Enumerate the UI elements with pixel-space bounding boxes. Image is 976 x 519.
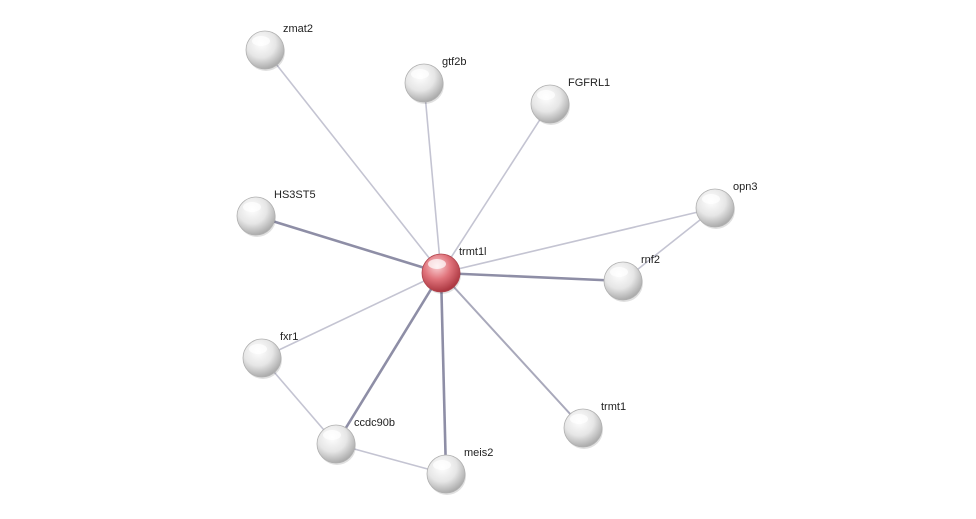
node-gtf2b[interactable]: gtf2b xyxy=(404,56,466,104)
node-highlight xyxy=(411,69,429,79)
node-label-fxr1: fxr1 xyxy=(280,331,298,343)
node-fxr1[interactable]: fxr1 xyxy=(242,331,298,379)
node-meis2[interactable]: meis2 xyxy=(426,447,493,495)
node-HS3ST5[interactable]: HS3ST5 xyxy=(236,189,316,237)
node-highlight xyxy=(537,90,555,100)
edge-trmt1l-trmt1[interactable] xyxy=(440,272,584,429)
node-highlight xyxy=(249,344,267,354)
node-ccdc90b[interactable]: ccdc90b xyxy=(316,417,395,465)
node-highlight xyxy=(428,259,446,269)
node-label-meis2: meis2 xyxy=(464,447,493,459)
node-label-zmat2: zmat2 xyxy=(283,23,313,35)
node-label-gtf2b: gtf2b xyxy=(442,56,466,68)
edge-trmt1l-fxr1[interactable] xyxy=(261,272,442,359)
node-label-HS3ST5: HS3ST5 xyxy=(274,189,316,201)
node-opn3[interactable]: opn3 xyxy=(695,181,757,229)
edge-trmt1l-gtf2b[interactable] xyxy=(423,82,442,274)
node-label-opn3: opn3 xyxy=(733,181,757,193)
node-highlight xyxy=(323,430,341,440)
edge-trmt1l-FGFRL1[interactable] xyxy=(440,103,551,274)
edge-trmt1l-HS3ST5[interactable] xyxy=(255,214,442,275)
node-highlight xyxy=(243,202,261,212)
edge-trmt1l-rnf2[interactable] xyxy=(440,271,624,283)
node-highlight xyxy=(252,36,270,46)
edge-opn3-rnf2[interactable] xyxy=(622,207,716,282)
edge-trmt1l-opn3[interactable] xyxy=(440,207,716,274)
node-label-trmt1l: trmt1l xyxy=(459,246,487,258)
node-rnf2[interactable]: rnf2 xyxy=(603,254,660,302)
node-FGFRL1[interactable]: FGFRL1 xyxy=(530,77,610,125)
edge-trmt1l-meis2[interactable] xyxy=(439,272,448,475)
node-trmt1[interactable]: trmt1 xyxy=(563,401,626,449)
node-label-FGFRL1: FGFRL1 xyxy=(568,77,610,89)
node-highlight xyxy=(702,194,720,204)
node-label-rnf2: rnf2 xyxy=(641,254,660,266)
node-label-trmt1: trmt1 xyxy=(601,401,626,413)
node-zmat2[interactable]: zmat2 xyxy=(245,23,313,71)
edge-trmt1l-ccdc90b[interactable] xyxy=(334,272,443,445)
node-trmt1l[interactable]: trmt1l xyxy=(421,246,487,294)
node-highlight xyxy=(610,267,628,277)
node-highlight xyxy=(433,460,451,470)
edge-trmt1l-zmat2[interactable] xyxy=(264,49,442,274)
node-highlight xyxy=(570,414,588,424)
node-label-ccdc90b: ccdc90b xyxy=(354,417,395,429)
